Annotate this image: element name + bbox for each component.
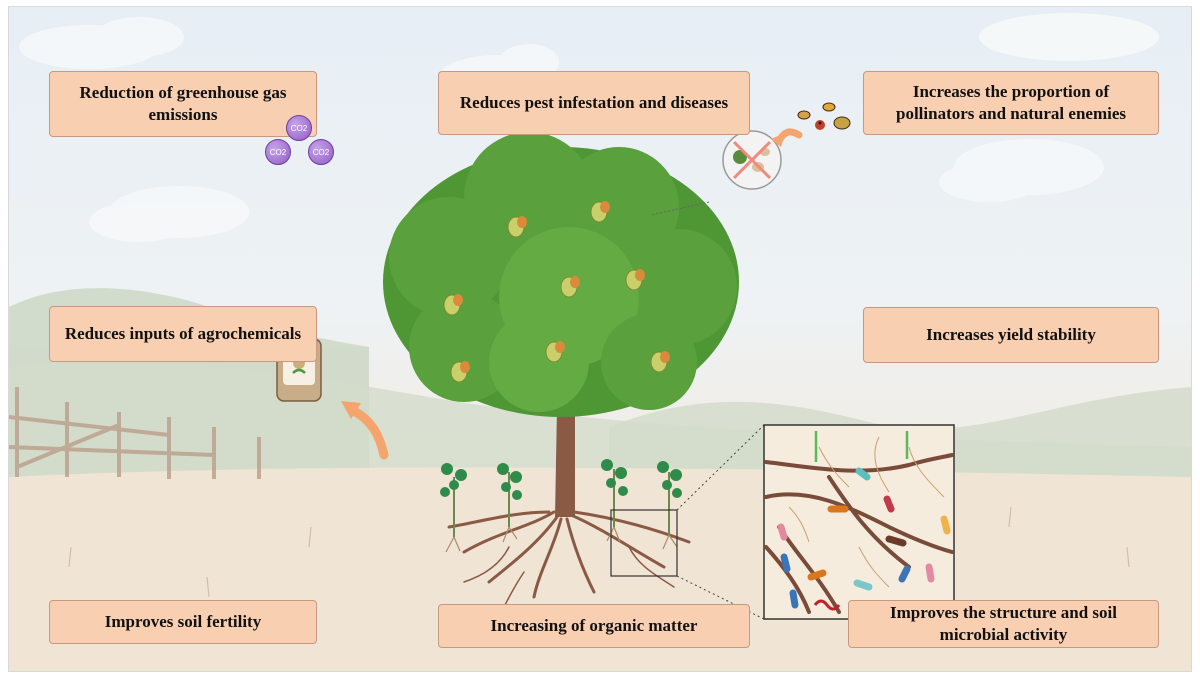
- pest-connector-tree: [650, 201, 710, 216]
- co2-molecule-icon: CO2: [286, 115, 312, 141]
- diagram-frame: Reduction of greenhouse gas emissions Re…: [8, 6, 1192, 672]
- box-soil-fertility: Improves soil fertility: [49, 600, 317, 644]
- grass: [68, 506, 1130, 598]
- tree-canopy: [383, 132, 739, 417]
- box-organic-matter: Increasing of organic matter: [438, 604, 750, 648]
- agrochemical-arrow-head: [341, 401, 361, 419]
- pollinator-arrow-head: [771, 133, 785, 147]
- box-yield-stability: Increases yield stability: [863, 307, 1159, 363]
- tree-fruits: [443, 201, 670, 383]
- box-pest-reduction: Reduces pest infestation and diseases: [438, 71, 750, 135]
- box-pollinators: Increases the proportion of pollinators …: [863, 71, 1159, 135]
- soil-inset: [763, 424, 955, 620]
- box-greenhouse-reduction: Reduction of greenhouse gas emissions: [49, 71, 317, 137]
- soil-zoom-region: [610, 509, 678, 577]
- tree-trunk: [519, 352, 617, 517]
- seedlings: [440, 459, 682, 553]
- pollinator-insects: [797, 102, 851, 130]
- box-agrochemical-reduction: Reduces inputs of agrochemicals: [49, 306, 317, 362]
- zoom-connector-top: [676, 424, 765, 511]
- fence: [9, 387, 261, 479]
- co2-molecule-icon: CO2: [308, 139, 334, 165]
- tree-roots: [447, 510, 691, 608]
- co2-molecule-icon: CO2: [265, 139, 291, 165]
- agrochemical-arrow: [349, 406, 389, 460]
- pest-prohibition-icon: [722, 130, 782, 190]
- box-soil-microbial: Improves the structure and soil microbia…: [848, 600, 1159, 648]
